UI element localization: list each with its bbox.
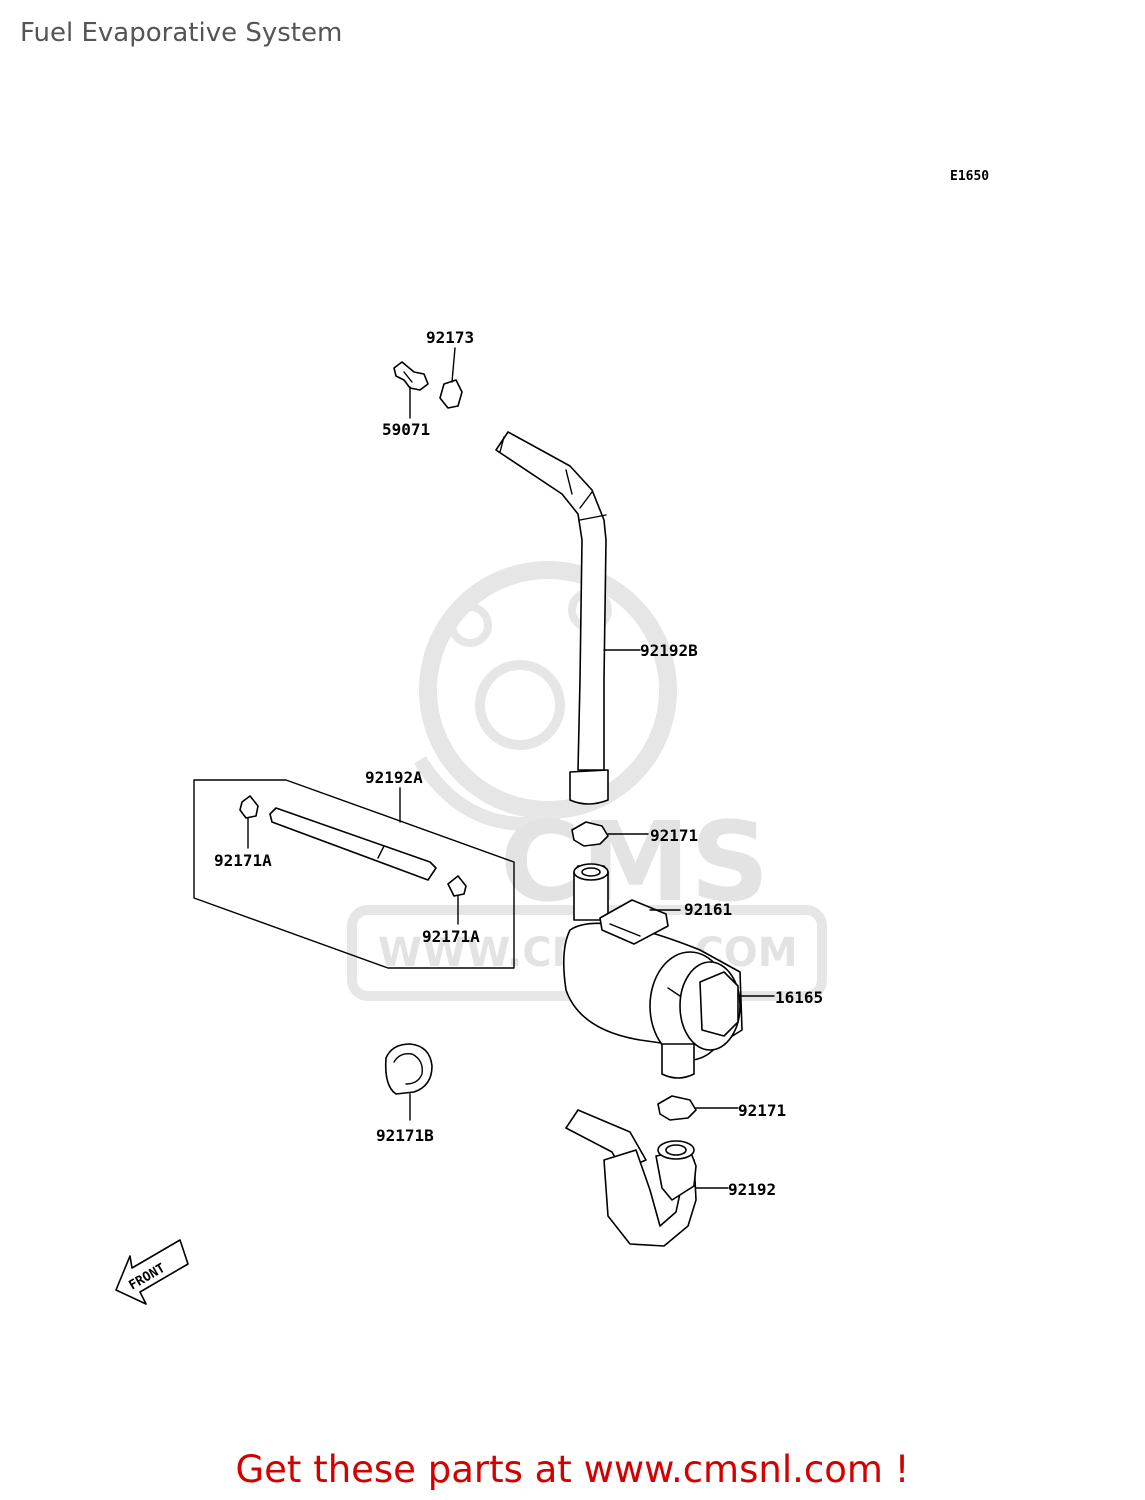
hose-92192: [565, 1109, 729, 1247]
callout-92161: 92161: [684, 900, 732, 919]
callout-92192: 92192: [728, 1180, 776, 1199]
callout-92192A: 92192A: [365, 768, 423, 787]
front-arrow: FRONT: [115, 1239, 189, 1305]
page-title: Fuel Evaporative System: [20, 18, 343, 48]
diagram-code: E1650: [950, 169, 989, 184]
kit-box-92192A: [193, 779, 515, 969]
clamp-92173: [439, 347, 463, 409]
promo-footer[interactable]: Get these parts at www.cmsnl.com !: [235, 1448, 910, 1491]
callout-92171A-right: 92171A: [422, 927, 480, 946]
callout-92192B: 92192B: [640, 641, 698, 660]
parts-diagram: CMS WWW.CMSNL.COM E1650 92173 59071 9219…: [115, 169, 989, 1305]
callout-92171A-left: 92171A: [214, 851, 272, 870]
callout-92171B: 92171B: [376, 1126, 434, 1145]
callout-92173: 92173: [426, 328, 474, 347]
callout-92171-upper: 92171: [650, 826, 698, 845]
clamp-92171-upper: [571, 821, 649, 847]
clamp-92171B: [384, 1043, 433, 1121]
clamp-92171-lower: [657, 1095, 739, 1121]
hose-92192B: [495, 431, 641, 805]
callout-16165: 16165: [775, 988, 823, 1007]
canister-16165: [562, 863, 775, 1079]
callout-92171-lower: 92171: [738, 1101, 786, 1120]
fitting-59071: [393, 361, 429, 419]
callout-59071: 59071: [382, 420, 430, 439]
